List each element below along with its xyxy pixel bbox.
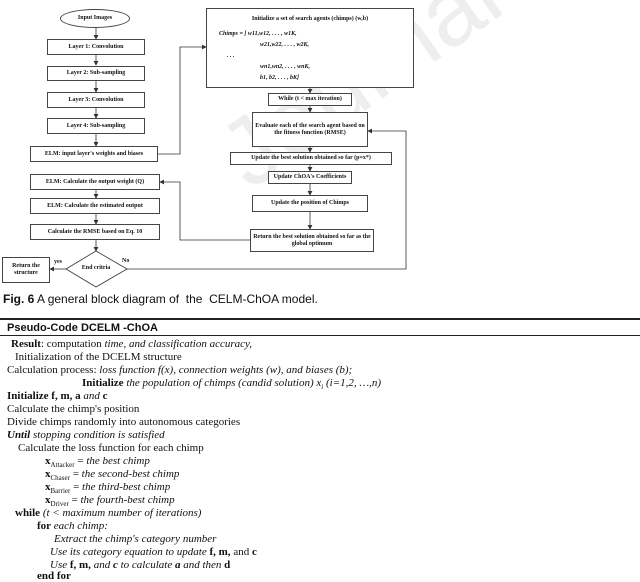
update-best-node: Update the best solution obtained so far… [230, 152, 392, 165]
chimps-line1: Chimps = [ w11,w12, . . . , w1K, [219, 31, 297, 37]
figure-caption: Fig. 6 A general block diagram of the CE… [3, 292, 318, 306]
pc-line-calc-position: Calculate the chimp's position [7, 403, 140, 415]
end-criteria-diamond [65, 250, 128, 288]
pc-line-barrier: xBarrier = the third-best chimp [45, 481, 171, 496]
input-images-node: Input Images [60, 9, 130, 28]
end-criteria-label: End critria [81, 265, 111, 271]
return-structure-node: Return the structure [2, 257, 50, 283]
chimps-line4: wn1,wn2, . . . , wnK, [260, 64, 311, 70]
pc-line-divide: Divide chimps randomly into autonomous c… [7, 416, 241, 428]
pseudocode-title: Pseudo-Code DCELM -ChOA [7, 322, 158, 334]
pc-line-for: for each chimp: [37, 520, 108, 532]
pc-line-until: Until stopping condition is satisfied [7, 429, 165, 441]
update-coefficients-node: Update ChOA's Coefficients [268, 171, 352, 184]
pc-line-use-category: Use its category equation to update f, m… [50, 546, 257, 558]
table-header-rule [0, 335, 640, 336]
layer2-node: Layer 2: Sub-sampling [47, 66, 145, 81]
table-top-rule [0, 318, 640, 320]
update-position-node: Update the position of Chimps [252, 195, 368, 212]
pc-line-extract: Extract the chimp's category number [54, 533, 217, 545]
elm-input-node: ELM: input layer's weights and biases [30, 146, 158, 162]
init-agents-title: Initialize a set of search agents (chimp… [251, 16, 369, 22]
chimps-line2: w21,w22, . . . , w2K, [260, 42, 310, 48]
layer4-node: Layer 4: Sub-sampling [47, 118, 145, 134]
pc-line-init-population: Initialize the population of chimps (can… [82, 377, 382, 392]
yes-label: yes [54, 259, 62, 265]
pc-line-use-fmc: Use f, m, and c to calculate a and then … [50, 559, 231, 571]
no-label: No [122, 258, 130, 264]
return-best-node: Return the best solution obtained so far… [250, 229, 374, 252]
pc-line-init-fmac: Initialize f, m, a and c [7, 390, 108, 402]
figure-caption-text: A general block diagram of the CELM-ChOA… [34, 292, 318, 306]
pc-line-while: while (t < maximum number of iterations) [15, 507, 202, 519]
pc-line-driver: xDriver = the fourth-best chimp [45, 494, 175, 509]
pc-line-calc-process: Calculation process: loss function f(x),… [7, 364, 353, 376]
chimps-line3: . . . [227, 53, 235, 59]
layer3-node: Layer 3: Convolution [47, 92, 145, 108]
pc-line-chaser: xChaser = the second-best chimp [45, 468, 180, 483]
chimps-line5: b1, b2, . . . , bK] [260, 75, 299, 81]
pc-line-calc-loss: Calculate the loss function for each chi… [18, 442, 204, 454]
pc-line-attacker: xAttacker = the best chimp [45, 455, 150, 470]
figure-caption-label: Fig. 6 [3, 292, 35, 306]
while-iteration-node: While (t < max iteration) [268, 93, 352, 106]
layer1-node: Layer 1: Convolution [47, 39, 145, 55]
init-agents-node: Initialize a set of search agents (chimp… [206, 8, 414, 88]
evaluate-node: Evaluate each of the search agent based … [252, 112, 368, 147]
elm-estimated-node: ELM: Calculate the estimated output [30, 198, 160, 214]
pc-line-init-structure: Initialization of the DCELM structure [15, 351, 182, 363]
rmse-node: Calculate the RMSE based on Eq. 10 [30, 224, 160, 240]
pc-line-end-for: end for [37, 570, 71, 582]
pc-line-result: Result: computation time, and classifica… [11, 338, 253, 350]
elm-output-weight-node: ELM: Calculate the output weight (Q) [30, 174, 160, 190]
flow-arrows [49, 28, 407, 288]
